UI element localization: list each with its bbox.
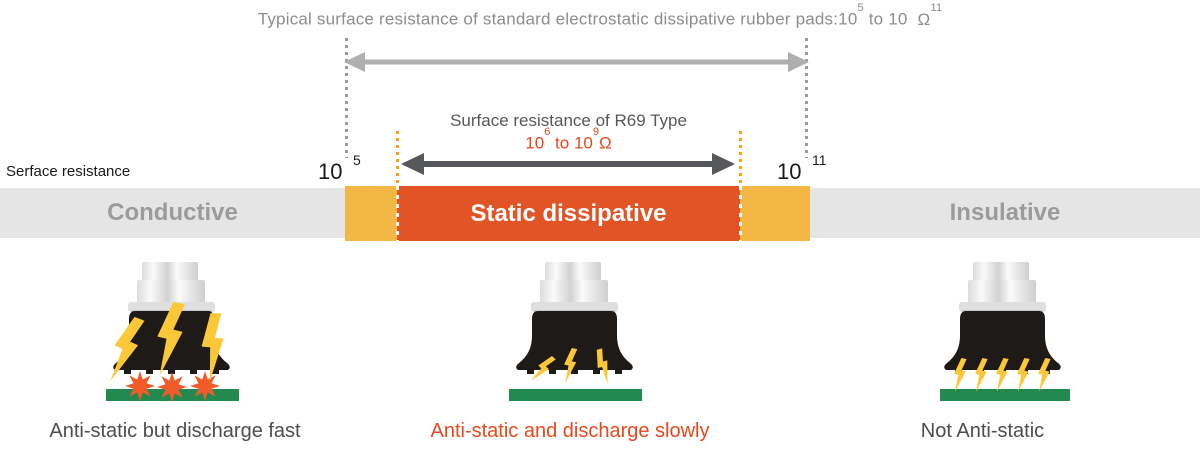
- r69-range-arrow: [401, 153, 735, 175]
- r69-range-base1: 10: [525, 133, 545, 153]
- arrowhead-left-icon: [401, 153, 424, 175]
- dotted-guide-left-gray: [345, 38, 348, 158]
- dotted-guide-left-orange: [396, 131, 399, 186]
- zone-conductive-label: Conductive: [107, 199, 238, 226]
- dotted-guide-right-orange: [739, 131, 742, 186]
- r69-range-title: Surface resistance of R69 Type: [450, 111, 687, 130]
- arrowhead-right-icon: [788, 52, 809, 72]
- title-superscript-11: 11: [930, 2, 943, 14]
- dashed-divider-left: [396, 186, 399, 241]
- r69-range-mid: to 10: [550, 133, 593, 153]
- zone-insulative-label: Insulative: [949, 199, 1061, 226]
- tick-left-superscript: 5: [353, 152, 361, 168]
- tick-right-superscript: 11: [812, 152, 827, 168]
- pad-discharge-slow-icon: [509, 262, 642, 401]
- pad-discharge-fast-icon: [106, 262, 239, 402]
- zone-static-dissipative: Static dissipative: [397, 186, 740, 241]
- tick-left-base: 10: [318, 159, 343, 184]
- caption-discharge-slow: Anti-static and discharge slowly: [430, 420, 710, 442]
- r69-range-value: 106 to 109Ω: [366, 126, 771, 154]
- tick-right-base: 10: [777, 159, 802, 184]
- circuit-board: [509, 389, 642, 401]
- standard-pads-range-arrow: [344, 52, 809, 72]
- r69-superscript-9: 9: [592, 126, 599, 138]
- surface-resistance-label: Serface resistance: [6, 163, 131, 180]
- r69-ohm-symbol: Ω: [599, 133, 612, 153]
- pad-no-discharge-icon: [940, 262, 1070, 401]
- dotted-guide-right-gray: [805, 38, 808, 158]
- ohm-symbol: Ω: [917, 9, 931, 29]
- circuit-board: [940, 389, 1070, 401]
- pad-body: [944, 262, 1061, 374]
- title-text-mid: to 10: [863, 9, 908, 29]
- standard-pads-range-title: Typical surface resistance of standard e…: [0, 2, 1200, 30]
- arrowhead-right-icon: [712, 153, 735, 175]
- title-text: Typical surface resistance of standard e…: [257, 9, 858, 29]
- pad-body: [516, 262, 633, 374]
- spark-bursts: [125, 371, 220, 402]
- caption-discharge-fast: Anti-static but discharge fast: [49, 420, 301, 442]
- arrowhead-left-icon: [344, 52, 365, 72]
- title-superscript-5: 5: [857, 2, 864, 14]
- dashed-divider-right: [739, 186, 742, 241]
- caption-not-antistatic: Not Anti-static: [920, 420, 1045, 442]
- r69-superscript-6: 6: [544, 126, 551, 138]
